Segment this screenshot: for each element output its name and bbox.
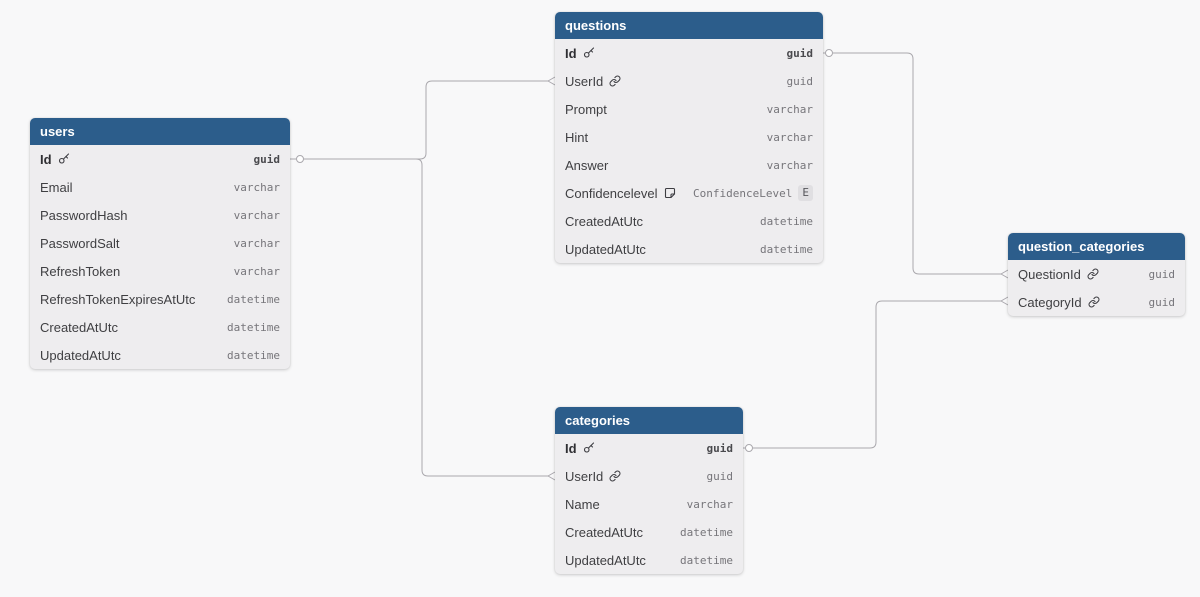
column-type: datetime	[680, 525, 733, 539]
column-name: Id	[565, 440, 577, 456]
column-name: UpdatedAtUtc	[565, 241, 646, 257]
column-row[interactable]: PasswordSalt varchar	[30, 229, 290, 257]
column-type: datetime	[227, 292, 280, 306]
column-name: PasswordSalt	[40, 235, 120, 251]
column-row[interactable]: PasswordHash varchar	[30, 201, 290, 229]
column-type: guid	[786, 74, 814, 88]
column-row[interactable]: CreatedAtUtc datetime	[555, 207, 823, 235]
column-name: UserId	[565, 73, 604, 89]
column-row[interactable]: UserId guid	[555, 67, 823, 95]
column-type: varchar	[233, 180, 280, 194]
column-type: varchar	[233, 208, 280, 222]
table-header[interactable]: categories	[555, 407, 743, 434]
column-type: varchar	[233, 264, 280, 278]
column-type: varchar	[766, 102, 813, 116]
column-row[interactable]: Answer varchar	[555, 151, 823, 179]
foreign-key-icon	[609, 75, 621, 87]
column-name: RefreshTokenExpiresAtUtc	[40, 291, 196, 307]
column-row[interactable]: UpdatedAtUtc datetime	[30, 341, 290, 369]
column-row[interactable]: Prompt varchar	[555, 95, 823, 123]
table-header[interactable]: questions	[555, 12, 823, 39]
column-row[interactable]: Confidencelevel ConfidenceLevel E	[555, 179, 823, 207]
table-question-categories[interactable]: question_categories QuestionId guid Cate…	[1008, 233, 1185, 316]
column-row[interactable]: CreatedAtUtc datetime	[555, 518, 743, 546]
column-name: CreatedAtUtc	[40, 319, 119, 335]
enum-badge: E	[798, 185, 813, 201]
column-row[interactable]: RefreshTokenExpiresAtUtc datetime	[30, 285, 290, 313]
column-type: datetime	[760, 242, 813, 256]
column-type: guid	[253, 152, 281, 166]
foreign-key-icon	[1087, 268, 1099, 280]
column-row[interactable]: Id guid	[555, 39, 823, 67]
column-type: datetime	[227, 320, 280, 334]
column-row[interactable]: Hint varchar	[555, 123, 823, 151]
column-name: Id	[565, 45, 577, 61]
column-row[interactable]: CategoryId guid	[1008, 288, 1185, 316]
column-type: guid	[786, 46, 814, 60]
column-row[interactable]: RefreshToken varchar	[30, 257, 290, 285]
primary-key-icon	[583, 47, 595, 59]
column-row[interactable]: Id guid	[555, 434, 743, 462]
column-type: datetime	[760, 214, 813, 228]
column-type: guid	[706, 469, 734, 483]
primary-key-icon	[583, 442, 595, 454]
table-questions[interactable]: questions Id guid UserId guid Prompt var…	[555, 12, 823, 263]
column-name: QuestionId	[1018, 266, 1081, 282]
relation-questions-id-to-questioncategories-questionid	[823, 49, 1009, 279]
table-categories[interactable]: categories Id guid UserId guid Name varc…	[555, 407, 743, 574]
relation-categories-id-to-questioncategories-categoryid	[743, 296, 1009, 452]
column-name: CategoryId	[1018, 294, 1082, 310]
column-type: varchar	[766, 130, 813, 144]
column-name: UserId	[565, 468, 604, 484]
table-users[interactable]: users Id guid Email varchar PasswordHash…	[30, 118, 290, 369]
column-row[interactable]: QuestionId guid	[1008, 260, 1185, 288]
column-name: RefreshToken	[40, 263, 121, 279]
column-type: datetime	[227, 348, 280, 362]
column-type: guid	[706, 441, 734, 455]
column-type: ConfidenceLevel	[693, 186, 793, 200]
column-name: Hint	[565, 129, 589, 145]
column-name: Email	[40, 179, 73, 195]
column-row[interactable]: CreatedAtUtc datetime	[30, 313, 290, 341]
column-row[interactable]: Name varchar	[555, 490, 743, 518]
column-name: Name	[565, 496, 600, 512]
relation-users-id-to-questions-userid	[290, 76, 556, 163]
column-row[interactable]: UpdatedAtUtc datetime	[555, 235, 823, 263]
column-row[interactable]: UserId guid	[555, 462, 743, 490]
column-row[interactable]: Id guid	[30, 145, 290, 173]
column-name: Answer	[565, 157, 609, 173]
table-header[interactable]: users	[30, 118, 290, 145]
column-name: CreatedAtUtc	[565, 213, 644, 229]
column-row[interactable]: UpdatedAtUtc datetime	[555, 546, 743, 574]
column-type: varchar	[766, 158, 813, 172]
column-type: datetime	[680, 553, 733, 567]
column-name: UpdatedAtUtc	[40, 347, 121, 363]
column-type: varchar	[686, 497, 733, 511]
column-name: Confidencelevel	[565, 185, 658, 201]
column-name: UpdatedAtUtc	[565, 552, 646, 568]
column-name: CreatedAtUtc	[565, 524, 644, 540]
column-name: PasswordHash	[40, 207, 128, 223]
column-row[interactable]: Email varchar	[30, 173, 290, 201]
note-icon	[664, 187, 676, 199]
column-name: Prompt	[565, 101, 607, 117]
table-header[interactable]: question_categories	[1008, 233, 1185, 260]
column-type: guid	[1148, 295, 1176, 309]
primary-key-icon	[58, 153, 70, 165]
foreign-key-icon	[1088, 296, 1100, 308]
relation-users-id-to-categories-userid	[304, 158, 556, 481]
column-type: guid	[1148, 267, 1176, 281]
column-name: Id	[40, 151, 52, 167]
foreign-key-icon	[609, 470, 621, 482]
column-type: varchar	[233, 236, 280, 250]
